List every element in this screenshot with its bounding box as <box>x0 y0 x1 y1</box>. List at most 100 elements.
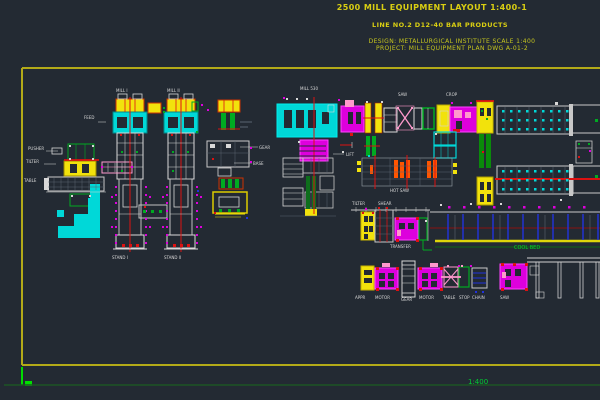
cad-dot <box>378 207 380 209</box>
cad-rect <box>296 110 304 128</box>
cad-dot <box>145 218 147 220</box>
cad-dot <box>166 234 168 236</box>
cad-grid-dot <box>534 128 537 131</box>
cad-dot <box>131 166 133 168</box>
cad-rect <box>379 281 385 287</box>
cad-dot <box>115 186 117 188</box>
cad-dot <box>493 206 496 209</box>
cad-dot <box>250 147 252 149</box>
cad-dot <box>482 291 484 293</box>
cad-rect <box>388 281 394 287</box>
cad-dot <box>159 210 162 213</box>
cad-rect <box>397 230 401 236</box>
cad-rect <box>319 175 335 191</box>
cad-dot <box>386 207 388 209</box>
cad-dot <box>115 218 117 220</box>
cad-grid-dot <box>534 119 537 122</box>
cad-grid-dot <box>550 128 553 131</box>
cad-rect <box>368 278 372 283</box>
cad-rect <box>422 281 428 287</box>
cad-rect <box>439 110 449 127</box>
cad-dot <box>197 190 199 192</box>
cad-grid-dot <box>558 119 561 122</box>
cad-label: MOTOR <box>419 295 434 300</box>
cad-dot <box>448 206 451 209</box>
cad-rect <box>476 101 494 134</box>
cad-grid-dot <box>566 179 569 182</box>
cad-dot <box>416 239 419 242</box>
cad-rect <box>370 165 373 174</box>
cad-dot <box>187 244 190 247</box>
cad-grid-dot <box>526 188 529 191</box>
cad-dot <box>419 288 422 291</box>
cad-dot <box>342 151 344 153</box>
cad-grid-dot <box>566 119 569 122</box>
cad-dot <box>115 234 117 236</box>
cad-dot <box>478 206 481 209</box>
cad-rect <box>471 267 488 289</box>
cad-label: TILTER <box>351 201 365 206</box>
cad-grid-dot <box>510 128 513 131</box>
cad-label: GEAR <box>259 145 270 150</box>
cad-dot <box>196 234 198 236</box>
cad-rect <box>117 117 127 128</box>
cad-dot <box>560 199 562 201</box>
cad-grid-dot <box>558 188 561 191</box>
cad-grid-dot <box>534 170 537 173</box>
cad-dot <box>145 194 147 196</box>
cad-rect <box>284 110 292 128</box>
cad-grid-dot <box>558 179 561 182</box>
cad-dot <box>187 151 189 153</box>
cad-rect <box>226 144 231 148</box>
cad-dot <box>172 170 174 172</box>
cad-rect <box>515 269 521 276</box>
cad-dot <box>172 151 174 153</box>
cad-dot <box>298 141 300 143</box>
cad-dot <box>538 206 541 209</box>
cad-dot <box>501 288 504 291</box>
cad-dot <box>283 97 285 99</box>
cad-dot <box>145 226 147 228</box>
cad-dot <box>425 220 427 222</box>
cad-dot <box>196 202 198 204</box>
cad-line <box>397 107 413 129</box>
cad-dot <box>306 98 308 100</box>
cad-dot <box>416 217 419 220</box>
cad-dot <box>196 194 198 196</box>
cad-dot <box>525 263 528 266</box>
cad-dot <box>180 244 183 247</box>
cad-rect <box>453 163 457 167</box>
cad-dot <box>578 143 580 145</box>
cad-dot <box>166 194 168 196</box>
cad-rect <box>217 99 241 113</box>
cad-grid-dot <box>510 110 513 113</box>
cad-rect <box>383 107 398 133</box>
cad-rect <box>230 113 235 130</box>
cad-rect <box>57 210 64 217</box>
cad-dot <box>115 210 117 212</box>
cad-grid-dot <box>510 179 513 182</box>
cad-rect <box>364 226 368 232</box>
cad-grid-dot <box>526 119 529 122</box>
cad-rect <box>217 167 232 177</box>
cad-dot <box>463 206 466 209</box>
cad-rect <box>369 226 373 232</box>
cad-dot <box>470 203 472 205</box>
cad-dot <box>435 133 437 135</box>
cad-label: STOP <box>459 295 470 300</box>
cad-dot <box>555 102 558 105</box>
cad-grid-dot <box>518 170 521 173</box>
cad-dot <box>246 217 248 219</box>
cad-grid-dot <box>542 110 545 113</box>
cad-dot <box>451 102 453 104</box>
cad-rect <box>487 182 491 190</box>
cad-label: TABLE <box>442 295 456 300</box>
cad-rect <box>486 134 491 168</box>
cad-label: TILTER <box>25 159 39 164</box>
cad-dot <box>122 244 125 247</box>
cad-rect <box>575 140 593 164</box>
cad-dot <box>237 209 240 212</box>
cad-grid-dot <box>526 179 529 182</box>
